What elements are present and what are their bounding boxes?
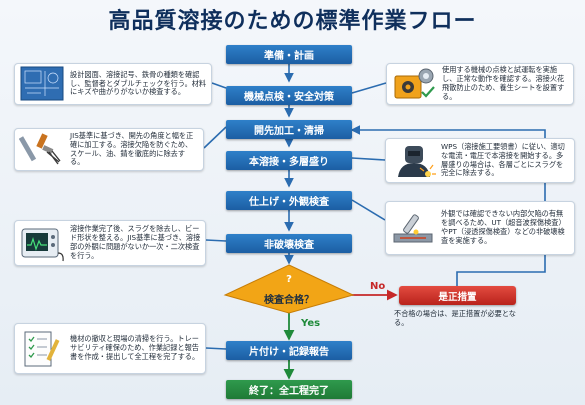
detail-groove-text: JIS基準に基づき、開先の角度と幅を正確に加工する。溶接欠陥を防ぐため、スケール… (70, 130, 194, 167)
detail-planning: 設計図面、溶接記号、鉄骨の種類を確認し、監督者とダブルチェックを行う。材料にキズ… (14, 63, 212, 105)
yes-label: Yes (301, 318, 321, 329)
inspection-gear-icon (394, 68, 435, 99)
page-title: 高品質溶接のための標準作業フロー (108, 9, 477, 34)
detail-finishing-text: 溶接作業完了後、スラグを除去し、ビード形状を整える。JIS基準に基づき、溶接部の… (70, 224, 201, 260)
ndt-probe-icon (393, 214, 433, 243)
decision-diamond (223, 264, 355, 314)
step-cleanup-report[interactable]: 片付け・記録報告 (226, 341, 352, 360)
detail-safety: 使用する機械の点検と試運転を実施し、正常な動作を確認する。溶接火花飛散防止のため… (386, 63, 574, 105)
report-checklist-icon (24, 331, 60, 366)
detail-groove: JIS基準に基づき、開先の角度と幅を正確に加工する。溶接欠陥を防ぐため、スケール… (14, 128, 204, 171)
decision-symbol: ? (286, 274, 292, 285)
oscilloscope-icon (21, 228, 64, 262)
brush-file-icon (19, 132, 61, 164)
step-preparation[interactable]: 準備・計画 (226, 45, 352, 64)
detail-welding: WPS（溶接施工要領書）に従い、適切な電流・電圧で本溶接を開始する。多層盛りの場… (385, 138, 575, 183)
no-label: No (370, 281, 386, 292)
corrective-description: 不合格の場合は、是正措置が必要となる。 (394, 309, 516, 328)
detail-welding-text: WPS（溶接施工要領書）に従い、適切な電流・電圧で本溶接を開始する。多層盛りの場… (441, 141, 565, 178)
detail-cleanup: 機材の撤収と現場の清掃を行う。トレーサビリティ確保のため、作業記録と報告書を作成… (14, 323, 206, 374)
corrective-action-button[interactable]: 是正措置 (399, 286, 516, 305)
step-machine-inspection[interactable]: 機械点検・安全対策 (226, 86, 352, 105)
detail-planning-text: 設計図面、溶接記号、鉄骨の種類を確認し、監督者とダブルチェックを行う。材料にキズ… (70, 69, 207, 97)
detail-safety-text: 使用する機械の点検と試運転を実施し、正常な動作を確認する。溶接火花飛散防止のため… (442, 65, 565, 101)
step-ndt[interactable]: 非破壊検査 (226, 234, 352, 253)
detail-ndt-text: 外観では確認できない内部欠陥の有無を調べるため、UT（超音波探傷検査）やPT（浸… (441, 209, 566, 245)
detail-finishing: 溶接作業完了後、スラグを除去し、ビード形状を整える。JIS基準に基づき、溶接部の… (14, 220, 206, 266)
detail-cleanup-text: 機材の撤収と現場の清掃を行う。トレーサビリティ確保のため、作業記録と報告書を作成… (70, 334, 200, 361)
step-main-welding[interactable]: 本溶接・多層盛り (226, 151, 352, 170)
step-groove-cleaning[interactable]: 開先加工・清掃 (226, 120, 352, 139)
welder-icon (398, 145, 436, 177)
step-finishing[interactable]: 仕上げ・外観検査 (226, 191, 352, 210)
step-complete[interactable]: 終了：全工程完了 (226, 380, 352, 399)
decision-label: 検査合格？ (264, 295, 314, 306)
detail-ndt: 外観では確認できない内部欠陥の有無を調べるため、UT（超音波探傷検査）やPT（浸… (385, 201, 575, 255)
blueprint-icon (20, 66, 64, 101)
